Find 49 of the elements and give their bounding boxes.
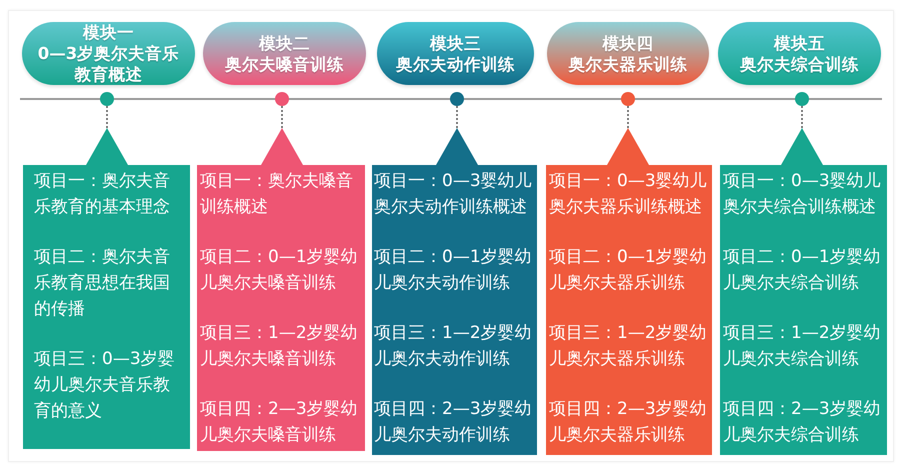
module-title: 0—3岁奥尔夫音乐教育概述 [36, 43, 180, 85]
timeline-dot [621, 92, 635, 106]
module-number: 模块一 [83, 22, 134, 43]
project-item: 项目一：奥尔夫音乐教育的基本理念 [34, 170, 171, 219]
project-item: 项目三：1—2岁婴幼儿奥尔夫动作训练 [374, 322, 533, 371]
module-pill [377, 22, 534, 85]
project-item: 项目二：0—1岁婴幼儿奥尔夫器乐训练 [549, 246, 708, 295]
module-pill [203, 22, 366, 85]
project-item: 项目一：0—3婴幼儿奥尔夫动作训练概述 [374, 170, 533, 219]
project-item: 项目三：1—2岁婴幼儿奥尔夫综合训练 [723, 322, 882, 371]
project-item: 项目三：1—2岁婴幼儿奥尔夫器乐训练 [549, 322, 708, 371]
timeline-dot [275, 92, 289, 106]
dotted-connector [627, 106, 629, 128]
timeline-dot [100, 92, 114, 106]
dotted-connector [456, 106, 458, 128]
project-item: 项目二：0—1岁婴幼儿奥尔夫动作训练 [374, 246, 533, 295]
timeline-dot [450, 92, 464, 106]
project-item: 项目一：奥尔夫嗓音训练概述 [200, 170, 354, 219]
dotted-connector [106, 106, 108, 128]
module-pill [22, 22, 195, 85]
callout-box [720, 128, 887, 455]
project-item: 项目四：2—3岁婴幼儿奥尔夫动作训练 [374, 398, 533, 447]
dotted-connector [801, 106, 803, 128]
module-number: 模块三 [430, 32, 481, 54]
callout-box [23, 128, 190, 449]
project-item: 项目二：0—1岁婴幼儿奥尔夫嗓音训练 [200, 246, 359, 295]
module-pill [547, 22, 709, 85]
callout-box [372, 128, 537, 455]
dotted-connector [281, 106, 283, 128]
callout-box [197, 128, 365, 451]
project-item: 项目四：2—3岁婴幼儿奥尔夫嗓音训练 [200, 398, 359, 447]
project-item: 项目三：1—2岁婴幼儿奥尔夫嗓音训练 [200, 322, 359, 371]
project-item: 项目二：奥尔夫音乐教育思想在我国的传播 [34, 246, 171, 321]
project-item: 项目三：0—3岁婴幼儿奥尔夫音乐教育的意义 [34, 348, 176, 423]
module-title: 奥尔夫动作训练 [396, 54, 515, 74]
module-title: 奥尔夫嗓音训练 [225, 54, 344, 74]
callout-box [546, 128, 712, 455]
project-item: 项目四：2—3岁婴幼儿奥尔夫综合训练 [723, 398, 882, 447]
module-title: 奥尔夫综合训练 [740, 54, 859, 74]
project-item: 项目一：0—3婴幼儿奥尔夫器乐训练概述 [549, 170, 708, 219]
project-item: 项目四：2—3岁婴幼儿奥尔夫器乐训练 [549, 398, 708, 447]
project-item: 项目二：0—1岁婴幼儿奥尔夫综合训练 [723, 246, 882, 295]
module-number: 模块二 [259, 32, 310, 54]
module-number: 模块五 [774, 32, 825, 54]
project-item: 项目一：0—3婴幼儿奥尔夫综合训练概述 [723, 170, 882, 219]
module-title: 奥尔夫器乐训练 [568, 54, 688, 74]
module-number: 模块四 [602, 32, 654, 54]
timeline-dot [795, 92, 809, 106]
module-pill [718, 22, 881, 85]
